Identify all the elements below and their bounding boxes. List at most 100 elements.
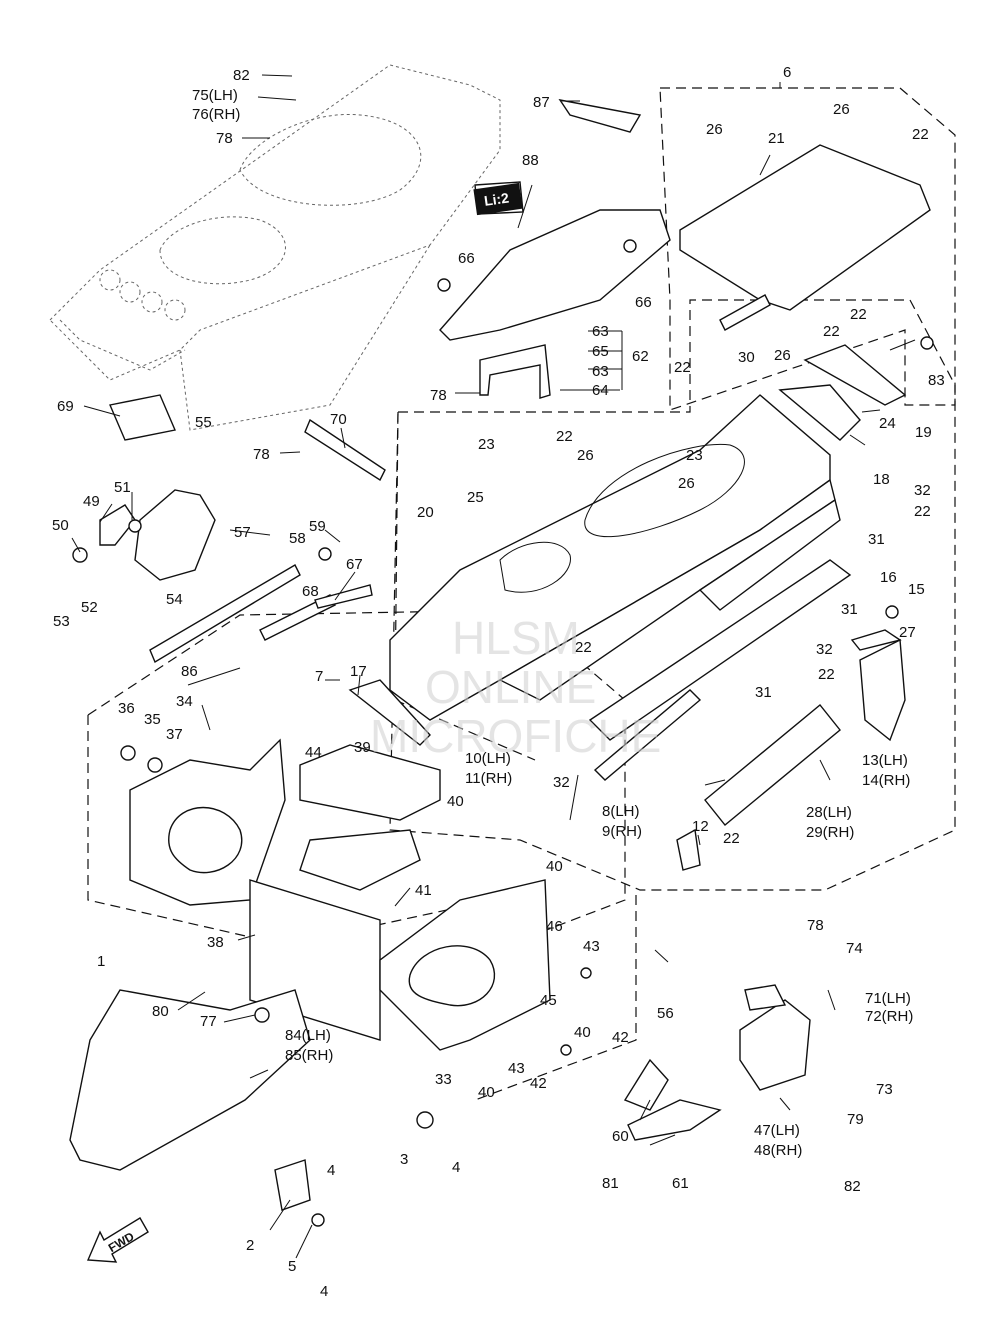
running-boards <box>588 559 852 826</box>
callout-c28: 28(LH) <box>806 804 852 821</box>
callout-c25: 25 <box>467 489 484 506</box>
callout-c48: 48(RH) <box>754 1142 802 1159</box>
callout-c33: 33 <box>435 1071 452 1088</box>
callout-c78a: 78 <box>216 130 233 147</box>
callout-c58: 58 <box>289 530 306 547</box>
callout-c46: 46 <box>546 918 563 935</box>
callout-c47: 47(LH) <box>754 1122 800 1139</box>
callout-c86: 86 <box>181 663 198 680</box>
callout-c82a: 82 <box>233 67 250 84</box>
callout-c52: 52 <box>81 599 98 616</box>
callout-c63b: 63 <box>592 363 609 380</box>
callout-c12: 12 <box>692 818 709 835</box>
callout-c40b: 40 <box>478 1084 495 1101</box>
callout-c65: 65 <box>592 343 609 360</box>
callout-c14: 14(RH) <box>862 772 910 789</box>
callout-c23b: 23 <box>686 447 703 464</box>
callout-c66a: 66 <box>458 250 475 267</box>
callout-c34: 34 <box>176 693 193 710</box>
watermark-line-1: HLSM <box>452 612 580 664</box>
callout-c75: 75(LH) <box>192 87 238 104</box>
callout-c43b: 43 <box>583 938 600 955</box>
callout-c23a: 23 <box>478 436 495 453</box>
callout-c31b: 31 <box>841 601 858 618</box>
callout-c49: 49 <box>83 493 100 510</box>
callout-c13: 13(LH) <box>862 752 908 769</box>
callout-c80: 80 <box>152 1003 169 1020</box>
callout-c40a: 40 <box>447 793 464 810</box>
callout-c66b: 66 <box>635 294 652 311</box>
callout-c26c: 26 <box>774 347 791 364</box>
callout-c83: 83 <box>928 372 945 389</box>
left-side-parts <box>99 394 431 746</box>
callout-c78d: 78 <box>807 917 824 934</box>
callout-c26e: 26 <box>678 475 695 492</box>
callout-c67: 67 <box>346 556 363 573</box>
callout-c22c: 22 <box>823 323 840 340</box>
callout-c24: 24 <box>879 415 896 432</box>
leader-lines <box>71 74 916 1259</box>
callout-c10: 10(LH) <box>465 750 511 767</box>
callout-c15: 15 <box>908 581 925 598</box>
rear-bracket-13-14 <box>850 629 906 742</box>
callout-c55: 55 <box>195 414 212 431</box>
callout-c22e: 22 <box>556 428 573 445</box>
callout-c22g: 22 <box>575 639 592 656</box>
callout-c26d: 26 <box>577 447 594 464</box>
front-frame-assembly <box>69 738 551 1211</box>
callout-c84: 84(LH) <box>285 1027 331 1044</box>
callout-c42b: 42 <box>612 1029 629 1046</box>
callout-c63a: 63 <box>592 323 609 340</box>
callout-c87: 87 <box>533 94 550 111</box>
ghost-tunnel-outline <box>49 64 501 431</box>
callout-c73: 73 <box>876 1081 893 1098</box>
callout-c70: 70 <box>330 411 347 428</box>
callout-c26b: 26 <box>833 101 850 118</box>
callout-c88: 88 <box>522 152 539 169</box>
callout-c22a: 22 <box>912 126 929 143</box>
callout-c51: 51 <box>114 479 131 496</box>
callout-c42a: 42 <box>530 1075 547 1092</box>
callout-c35: 35 <box>144 711 161 728</box>
callout-c32c: 32 <box>553 774 570 791</box>
callout-c22i: 22 <box>723 830 740 847</box>
callout-c69: 69 <box>57 398 74 415</box>
callout-c41: 41 <box>415 882 432 899</box>
callout-c21: 21 <box>768 130 785 147</box>
callout-c40c: 40 <box>574 1024 591 1041</box>
callout-c8: 8(LH) <box>602 803 640 820</box>
callout-c54: 54 <box>166 591 183 608</box>
callout-c4c: 4 <box>320 1283 328 1300</box>
callout-c37: 37 <box>166 726 183 743</box>
callout-c32b: 32 <box>816 641 833 658</box>
callout-c29: 29(RH) <box>806 824 854 841</box>
callout-c72: 72(RH) <box>865 1008 913 1025</box>
decal-88: Li:2 <box>473 182 523 216</box>
callout-c17: 17 <box>350 663 367 680</box>
callout-c81: 81 <box>602 1175 619 1192</box>
callout-c71: 71(LH) <box>865 990 911 1007</box>
callout-c5: 5 <box>288 1258 296 1275</box>
watermark-line-2: ONLINE <box>425 661 596 713</box>
callout-c40d: 40 <box>546 858 563 875</box>
callout-c4a: 4 <box>327 1162 335 1179</box>
callout-c31a: 31 <box>868 531 885 548</box>
callout-c64: 64 <box>592 382 609 399</box>
callout-c19: 19 <box>915 424 932 441</box>
callout-c76: 76(RH) <box>192 106 240 123</box>
callout-c31c: 31 <box>755 684 772 701</box>
callout-c59: 59 <box>309 518 326 535</box>
callout-c61: 61 <box>672 1175 689 1192</box>
callout-c78c: 78 <box>430 387 447 404</box>
callout-c56: 56 <box>657 1005 674 1022</box>
callout-c36: 36 <box>118 700 135 717</box>
fwd-arrow-icon: FWD <box>86 1217 149 1263</box>
callout-c44: 44 <box>305 744 322 761</box>
callout-c18: 18 <box>873 471 890 488</box>
callout-c79: 79 <box>847 1111 864 1128</box>
callout-c16: 16 <box>880 569 897 586</box>
callout-c77: 77 <box>200 1013 217 1030</box>
callout-c22f: 22 <box>914 503 931 520</box>
